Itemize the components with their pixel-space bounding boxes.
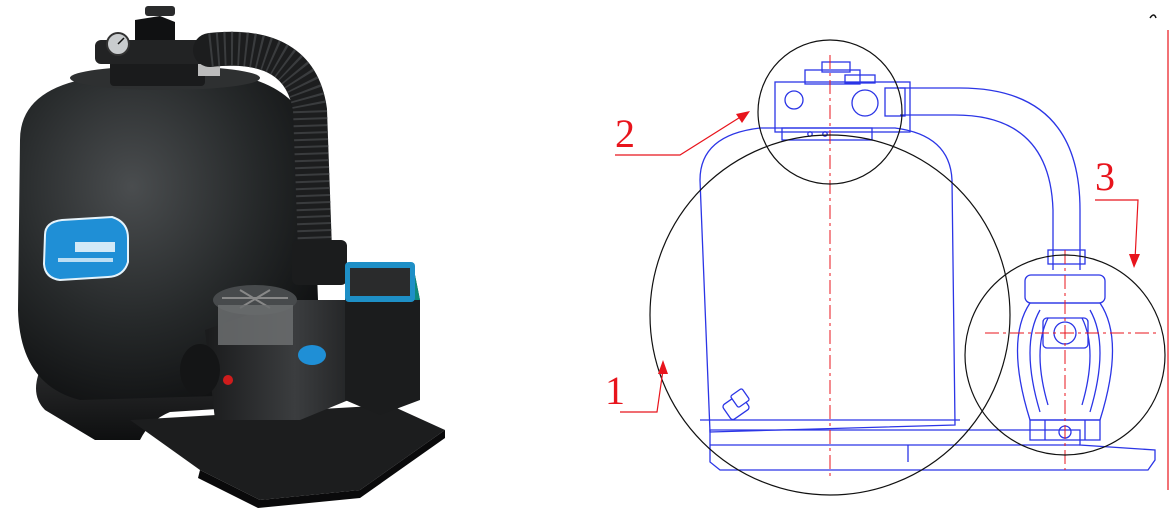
multiport-valve — [95, 6, 220, 86]
drawing-tank — [699, 127, 960, 433]
leader-line-2 — [615, 111, 750, 156]
callout-number-3: 3 — [1095, 154, 1115, 199]
filter-system-drawing: 1 2 3 — [605, 14, 1169, 496]
pressure-gauge — [106, 32, 130, 56]
leader-line-1 — [620, 360, 668, 413]
drawing-pipe — [900, 87, 1086, 270]
leader-line-3 — [1095, 199, 1140, 268]
technical-drawing: 1 2 3 — [560, 0, 1173, 511]
detail-circle-2 — [757, 39, 903, 185]
drain-plug — [722, 388, 750, 421]
detail-circle-1 — [649, 134, 1011, 496]
callout-number-2: 2 — [615, 111, 635, 156]
pump — [180, 240, 420, 420]
callout-number-1: 1 — [605, 368, 625, 413]
detail-circle-3 — [964, 254, 1166, 456]
product-photo — [0, 0, 560, 511]
sand-filter-photo-illustration — [18, 6, 445, 508]
drawing-base — [709, 429, 1156, 471]
tank-label — [42, 215, 129, 282]
